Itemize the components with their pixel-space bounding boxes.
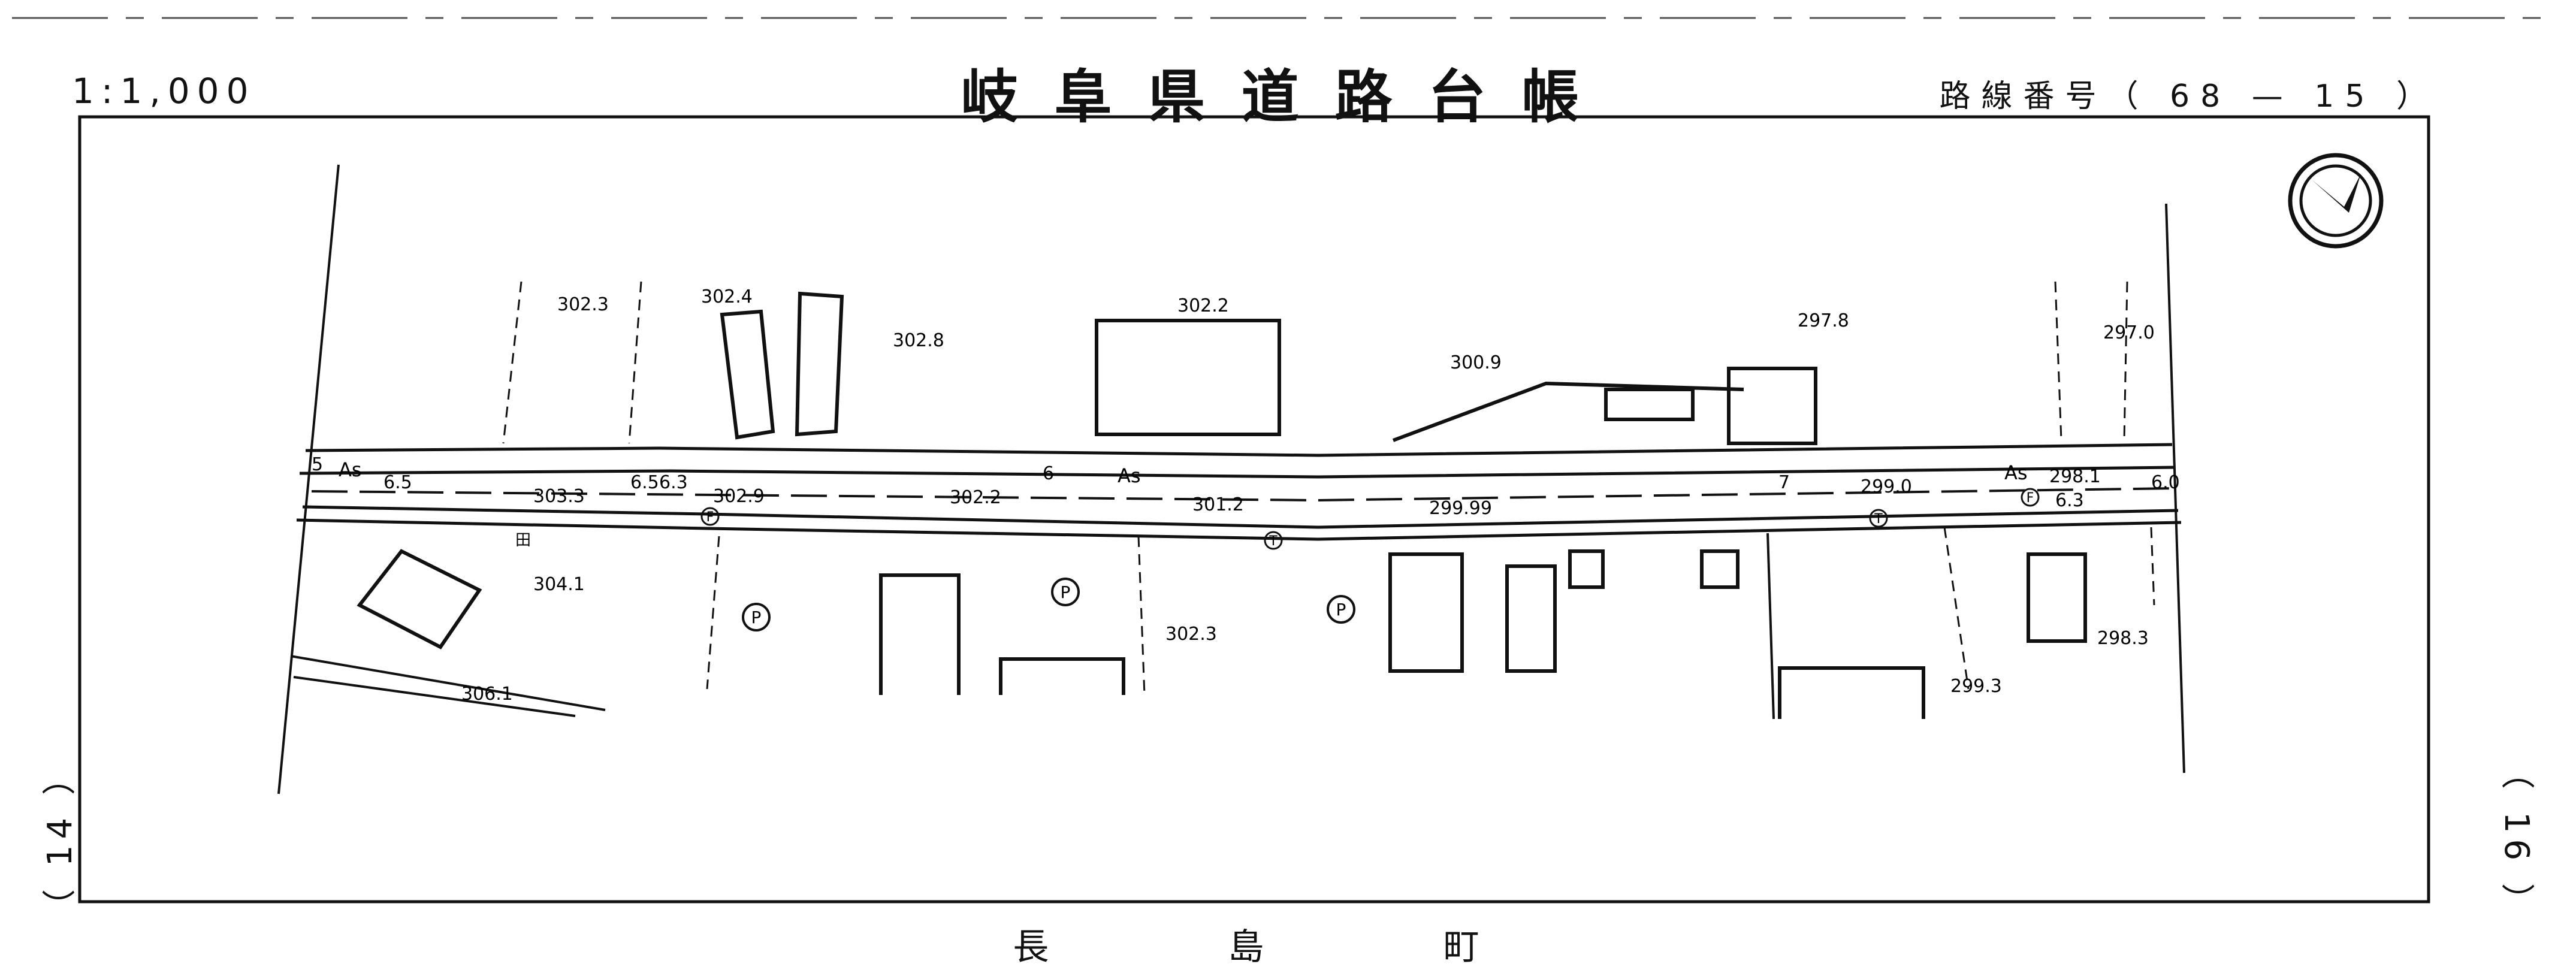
svg-text:P: P [751,608,762,627]
width-label: 6.3 [659,472,688,493]
utility-marks: F F T T [700,488,2040,550]
svg-text:F: F [2027,491,2034,506]
elevation-label: 298.3 [2097,628,2149,649]
elevation-label: 306.1 [461,684,513,705]
elevation-label: 302.9 [713,486,765,507]
elevation-label: 297.8 [1798,310,1849,331]
page-title: 岐阜県道路台帳 [961,63,1615,131]
buildings-north [720,291,1817,445]
road-outline [296,443,2182,541]
hydrant-icon: F [2021,488,2040,507]
route-number: 路線番号（ 68 — 15 ） [1939,78,2438,114]
elevation-label: 303.3 [533,486,585,507]
width-label: 6.5 [630,472,659,493]
elevation-label: 298.1 [2049,466,2101,487]
hydrant-icon: F [700,507,720,526]
svg-text:T: T [1874,512,1883,527]
width-label: 6.5 [383,472,412,493]
width-label: 7 [1778,472,1790,493]
svg-text:P: P [1336,600,1346,620]
width-label: 6.0 [2151,472,2180,493]
elevation-label: 297.0 [2103,322,2155,343]
road-ledger-map: P P P As As As 5 6.5 6.5 6.3 6 7 6.3 6.0… [12,17,2541,903]
buildings-south [357,549,2087,719]
north-arrow-icon [2288,153,2384,249]
telephone-pole-icon: T [1869,509,1888,528]
pavement-label: As [1118,464,1141,487]
pavement-label: As [339,458,362,481]
pavement-label: As [2004,461,2028,484]
elevation-label: 302.3 [1165,624,1217,645]
telephone-pole-icon: T [1264,531,1283,550]
width-label: 6.3 [2055,490,2084,511]
map-scale: 1:1,000 [72,71,256,111]
road-width-labels: 5 6.5 6.5 6.3 6 7 6.3 6.0 [312,454,2180,511]
elevation-label: 299.99 [1429,498,1492,519]
elevation-label: 302.2 [950,487,1001,508]
elevation-label: 302.2 [1177,295,1229,316]
svg-text:P: P [1061,582,1071,602]
elevation-labels: 302.3 302.4 302.8 302.2 300.9 297.8 297.… [461,286,2155,705]
field-mark: 田 [515,531,531,549]
elevation-label: 299.3 [1950,676,2002,697]
elevation-label: 302.8 [893,330,944,351]
map-area-boundary [277,164,2185,794]
elevation-label: 302.3 [557,294,609,315]
elevation-label: 302.4 [701,286,753,307]
elevation-label: 300.9 [1450,352,1502,373]
lot-lines [502,281,2155,696]
south-roads [290,533,1775,720]
elevation-label: 301.2 [1192,494,1244,515]
elevation-label: 304.1 [533,574,585,595]
elevation-label: 299.0 [1861,476,1912,497]
width-label: 6 [1043,463,1054,484]
parking-icon: P [1051,578,1080,606]
parking-icon: P [1327,595,1355,624]
parking-icon: P [742,603,771,631]
road-centerline [311,487,2176,502]
svg-text:T: T [1269,534,1278,549]
svg-text:F: F [706,510,714,525]
width-label: 5 [312,454,323,475]
pavement-labels: As As As [339,458,2028,487]
parking-symbols: P P P [742,578,1355,631]
